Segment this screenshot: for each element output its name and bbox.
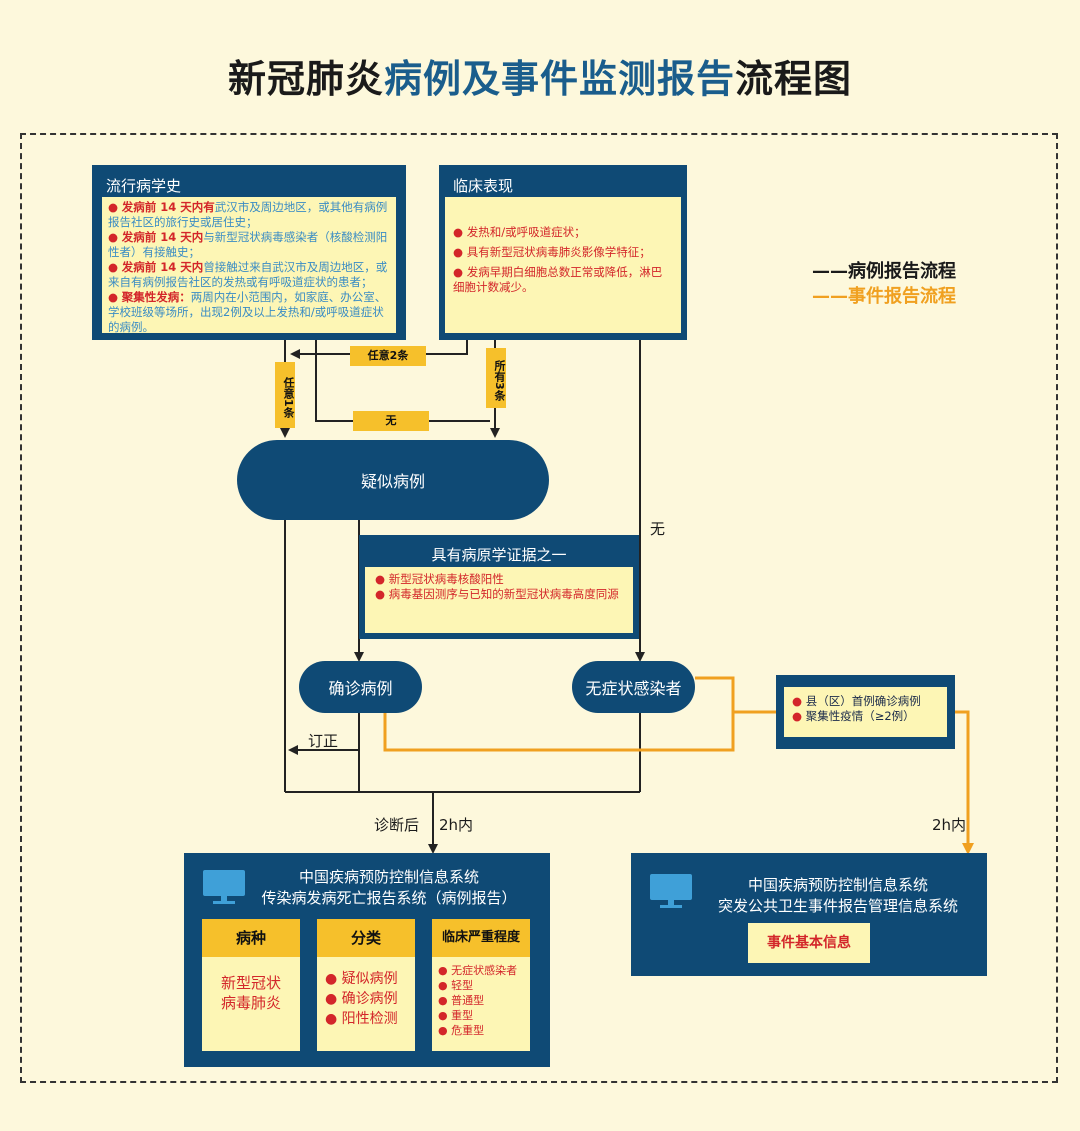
classification-item: ● 确诊病例 (325, 991, 398, 1007)
legend-event: ——事件报告流程 (812, 286, 956, 307)
severity-item: ● 轻型 (438, 979, 474, 992)
clinical-content: ● 发热和/或呼吸道症状； ● 具有新型冠状病毒肺炎影像学特征； ● 发病早期白… (445, 197, 681, 333)
disease-name: 新型冠状病毒肺炎 (220, 974, 281, 1012)
severity-column-header: 临床严重程度 (432, 919, 530, 957)
epi-history-content: ● 发病前 14 天内有武汉市及周边地区，或其他有病例报告社区的旅行史或居住史；… (102, 197, 396, 334)
legend-case: ——病例报告流程 (812, 261, 956, 282)
tag-any-1: 任意1条 (275, 362, 295, 428)
epi-item: ● 发病前 14 天内曾接触过来自武汉市及周边地区，或来自有病例报告社区的发热或… (108, 260, 388, 289)
title-highlight: 病例及事件监测报告 (383, 57, 735, 101)
clinical-item: ● 发热和/或呼吸道症状； (453, 225, 586, 239)
tag-all-3: 所有3条 (486, 348, 506, 408)
monitor-icon (203, 870, 245, 904)
within-2h-label: 2h内 (439, 816, 474, 834)
tag-any-2: 任意2条 (350, 346, 426, 366)
severity-item: ● 无症状感染者 (438, 964, 518, 977)
event-criteria-item: ● 聚集性疫情（≥2例） (792, 709, 915, 723)
correct-label: 订正 (308, 732, 339, 750)
monitor-icon (650, 874, 692, 908)
pathogen-item: ● 新型冠状病毒核酸阳性 (375, 572, 504, 586)
pathogen-header: 具有病原学证据之一 (431, 546, 567, 564)
suspected-case-node: 疑似病例 (237, 440, 549, 520)
event-basic-info: 事件基本信息 (748, 923, 870, 963)
case-report-system-box: 中国疾病预防控制信息系统 传染病发病死亡报告系统（病例报告） 病种 新型冠状病毒… (184, 853, 550, 1067)
title-part3: 流程图 (735, 57, 853, 101)
severity-item: ● 重型 (438, 1009, 474, 1022)
after-diagnosis-label: 诊断后 (374, 816, 420, 834)
pathogen-box: 具有病原学证据之一 ● 新型冠状病毒核酸阳性 ● 病毒基因测序与已知的新型冠状病… (359, 535, 639, 639)
case-system-line2: 传染病发病死亡报告系统（病例报告） (261, 889, 517, 907)
event-system-title: 中国疾病预防控制信息系统 突发公共卫生事件报告管理信息系统 (693, 875, 983, 917)
disease-column-header: 病种 (202, 919, 300, 957)
pathogen-item: ● 病毒基因测序与已知的新型冠状病毒高度同源 (375, 587, 619, 601)
within-2h-event-label: 2h内 (932, 816, 967, 834)
classification-item: ● 阳性检测 (325, 1011, 398, 1027)
clinical-item: ● 发病早期白细胞总数正常或降低，淋巴细胞计数减少。 (453, 265, 663, 294)
page-title: 新冠肺炎病例及事件监测报告流程图 (0, 48, 1080, 103)
epi-item: ● 发病前 14 天内有武汉市及周边地区，或其他有病例报告社区的旅行史或居住史； (108, 200, 388, 229)
classification-column-body: ● 疑似病例 ● 确诊病例 ● 阳性检测 (317, 957, 415, 1051)
clinical-header: 临床表现 (453, 177, 514, 195)
case-system-line1: 中国疾病预防控制信息系统 (298, 868, 479, 886)
classification-item: ● 疑似病例 (325, 971, 398, 987)
event-system-line2: 突发公共卫生事件报告管理信息系统 (717, 897, 958, 915)
classification-column-header: 分类 (317, 919, 415, 957)
event-system-line1: 中国疾病预防控制信息系统 (747, 876, 928, 894)
clinical-item: ● 具有新型冠状病毒肺炎影像学特征； (453, 245, 651, 259)
pathogen-content: ● 新型冠状病毒核酸阳性 ● 病毒基因测序与已知的新型冠状病毒高度同源 (365, 567, 633, 633)
dashed-frame (20, 133, 1058, 1083)
event-criteria-box: ● 县（区）首例确诊病例 ● 聚集性疫情（≥2例） (776, 675, 955, 749)
event-criteria-item: ● 县（区）首例确诊病例 (792, 694, 921, 708)
case-system-title: 中国疾病预防控制信息系统 传染病发病死亡报告系统（病例报告） (244, 867, 534, 909)
none-label: 无 (650, 520, 666, 538)
tag-none: 无 (353, 411, 429, 431)
title-part1: 新冠肺炎 (227, 57, 384, 101)
confirmed-case-node: 确诊病例 (299, 661, 422, 713)
epi-item: ● 聚集性发病：两周内在小范围内，如家庭、办公室、学校班级等场所，出现2例及以上… (108, 290, 387, 334)
clinical-box: 临床表现 ● 发热和/或呼吸道症状； ● 具有新型冠状病毒肺炎影像学特征； ● … (439, 165, 687, 340)
severity-item: ● 普通型 (438, 994, 485, 1007)
severity-column-body: ● 无症状感染者 ● 轻型 ● 普通型 ● 重型 ● 危重型 (432, 957, 530, 1051)
severity-item: ● 危重型 (438, 1024, 485, 1037)
epi-history-header: 流行病学史 (106, 177, 182, 195)
event-criteria-content: ● 县（区）首例确诊病例 ● 聚集性疫情（≥2例） (784, 687, 947, 737)
asymptomatic-node: 无症状感染者 (572, 661, 695, 713)
disease-column-body: 新型冠状病毒肺炎 (202, 957, 300, 1051)
epi-history-box: 流行病学史 ● 发病前 14 天内有武汉市及周边地区，或其他有病例报告社区的旅行… (92, 165, 406, 340)
event-report-system-box: 中国疾病预防控制信息系统 突发公共卫生事件报告管理信息系统 事件基本信息 (631, 853, 987, 976)
epi-item: ● 发病前 14 天内与新型冠状病毒感染者（核酸检测阳性者）有接触史； (108, 230, 388, 259)
